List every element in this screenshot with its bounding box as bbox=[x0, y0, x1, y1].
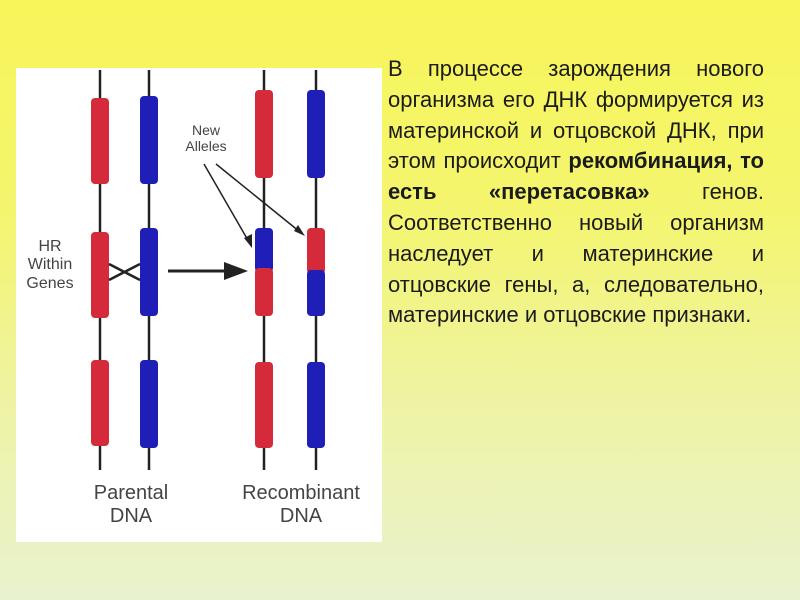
recombinant-label-line-2: DNA bbox=[279, 505, 323, 527]
hr-label-line-2: Within bbox=[27, 256, 73, 274]
recombinant-label-line-1: Recombinant bbox=[242, 482, 360, 504]
parental-dna-label: Parental DNA bbox=[56, 482, 206, 528]
parental-gene-paternal-2 bbox=[140, 228, 158, 316]
recombinant-gene-2b-new-allele bbox=[307, 228, 325, 274]
parental-gene-paternal-1 bbox=[140, 96, 158, 184]
body-text-part-1: В процессе зарождения нового организма е… bbox=[388, 56, 764, 174]
new-alleles-label: New Alleles bbox=[166, 122, 246, 154]
parental-label-line-1: Parental bbox=[93, 482, 169, 504]
slide-body-text: В процессе зарождения нового организма е… bbox=[388, 54, 764, 331]
body-text-part-2: генов. Соответственно новый организм нас… bbox=[388, 179, 764, 328]
new-alleles-pointer-2 bbox=[215, 163, 301, 233]
parental-gene-maternal-3 bbox=[91, 360, 109, 446]
new-alleles-pointer-2-head bbox=[294, 225, 305, 236]
recombinant-gene-1c bbox=[255, 362, 273, 448]
dna-recombination-diagram: HR Within Genes New Alleles Parental DNA… bbox=[16, 68, 382, 542]
new-alleles-line-1: New bbox=[191, 122, 220, 138]
new-alleles-pointer-1-head bbox=[244, 234, 252, 248]
new-alleles-line-2: Alleles bbox=[185, 138, 227, 155]
recombinant-gene-2a bbox=[307, 90, 325, 178]
recombinant-dna-label: Recombinant DNA bbox=[221, 482, 381, 528]
recombinant-gene-2c bbox=[307, 362, 325, 448]
body-text-emphasis: рекомбинация, то есть «перетасовка» bbox=[388, 148, 764, 205]
recombinant-gene-1b-rest bbox=[255, 268, 273, 316]
recombinant-gene-1b-new-allele bbox=[255, 228, 273, 272]
hr-label-line-3: Genes bbox=[26, 274, 74, 292]
new-alleles-pointer-1 bbox=[203, 163, 250, 243]
recombinant-gene-1a bbox=[255, 90, 273, 178]
crossover-line-2 bbox=[108, 262, 141, 282]
recombination-arrow-head bbox=[224, 262, 248, 280]
parental-label-line-2: DNA bbox=[109, 505, 153, 527]
hr-label-line-1: HR bbox=[38, 238, 62, 255]
parental-gene-maternal-1 bbox=[91, 98, 109, 184]
parental-gene-paternal-3 bbox=[140, 360, 158, 448]
recombinant-gene-2b-rest bbox=[307, 270, 325, 316]
diagram-svg bbox=[91, 70, 325, 470]
parental-gene-maternal-2 bbox=[91, 232, 109, 318]
hr-within-genes-label: HR Within Genes bbox=[18, 238, 82, 293]
